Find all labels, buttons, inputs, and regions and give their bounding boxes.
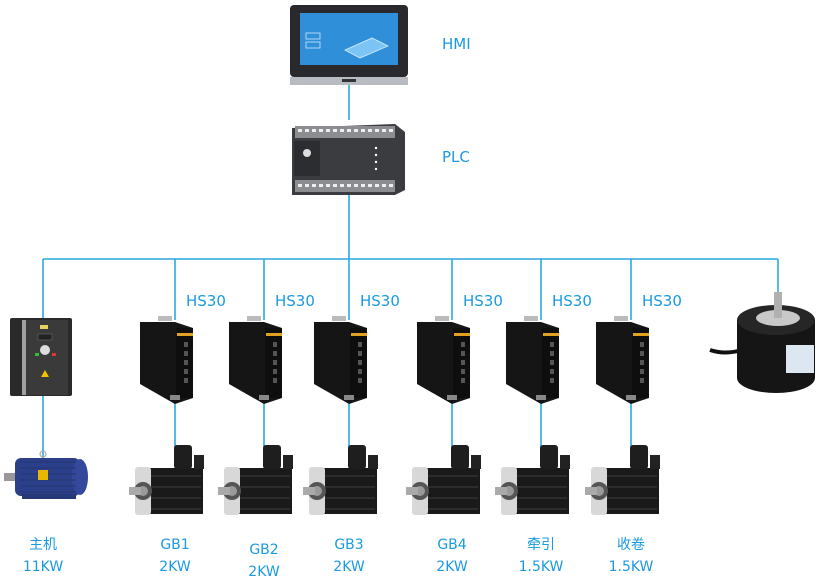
servo-drive-icon — [140, 316, 193, 404]
device-power: 2KW — [159, 559, 191, 575]
servo-drive-icon — [229, 316, 282, 404]
device-name: GB2 — [249, 542, 279, 558]
plc-icon — [292, 124, 405, 195]
rotary-encoder-icon — [709, 292, 815, 393]
servo-drive-icon — [417, 316, 470, 404]
servo-motor-icon — [495, 445, 570, 515]
servo-motor-icon — [406, 445, 481, 515]
device-name: 主机 — [29, 537, 57, 553]
drive-model-label: HS30 — [552, 292, 592, 310]
drive-model-label: HS30 — [360, 292, 400, 310]
device-power: 11KW — [22, 559, 64, 575]
drive-model-label: HS30 — [275, 292, 315, 310]
servo-motor-icon — [218, 445, 293, 515]
device-caption: 收卷 1.5KW — [591, 534, 671, 578]
servo-drive-icon — [596, 316, 649, 404]
device-power: 2KW — [436, 559, 468, 575]
ac-motor-icon — [4, 450, 88, 499]
servo-drive-icon — [506, 316, 559, 404]
device-power: 2KW — [333, 559, 365, 575]
device-name: GB3 — [334, 537, 364, 553]
device-name: GB4 — [437, 537, 467, 553]
device-power: 1.5KW — [518, 559, 564, 575]
plc-label: PLC — [442, 148, 470, 166]
servo-motor-icon — [303, 445, 378, 515]
drive-model-label: HS30 — [186, 292, 226, 310]
device-caption: 主机 11KW — [3, 534, 83, 578]
servo-motor-icon — [585, 445, 660, 515]
servo-drive-icon — [314, 316, 367, 404]
drive-model-label: HS30 — [642, 292, 682, 310]
device-name: 收卷 — [617, 537, 645, 553]
drive-model-label: HS30 — [463, 292, 503, 310]
device-name: 牵引 — [527, 537, 555, 553]
inverter-icon — [10, 318, 72, 396]
device-power: 1.5KW — [608, 559, 654, 575]
device-power: 2KW — [248, 564, 280, 580]
device-caption: 牵引 1.5KW — [501, 534, 581, 578]
hmi-icon — [290, 5, 408, 85]
hmi-label: HMI — [442, 35, 471, 53]
device-name: GB1 — [160, 537, 190, 553]
servo-motor-icon — [129, 445, 204, 515]
